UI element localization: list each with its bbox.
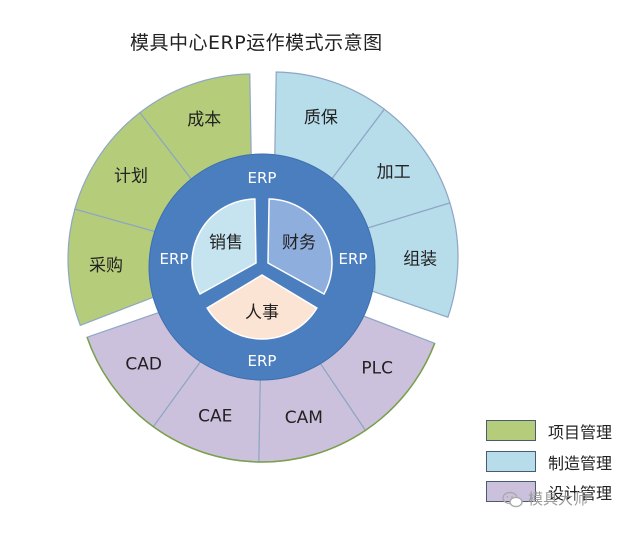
erp-ring-label-2: ERP (339, 250, 368, 268)
core-sector-1 (267, 198, 333, 296)
erp-ring (148, 153, 376, 381)
erp-ring-label-1: ERP (160, 250, 189, 268)
design-outer-edge (86, 336, 436, 463)
segment-label-design-0: PLC (361, 359, 393, 379)
legend-label-manufacturing: 制造管理 (548, 454, 613, 473)
watermark-text: 模具大师 (528, 490, 589, 508)
segment-label-design-2: CAE (198, 407, 232, 427)
wechat-icon (502, 491, 523, 507)
core-sector-0 (191, 198, 257, 296)
segment-label-manufacturing-1: 加工 (377, 163, 411, 183)
erp-ring-label-3: ERP (248, 352, 277, 370)
legend-label-project: 项目管理 (548, 423, 613, 442)
core-label-0: 销售 (209, 233, 243, 253)
core-label-2: 人事 (245, 303, 279, 323)
watermark: 模具大师 (502, 488, 588, 509)
segment-label-manufacturing-0: 质保 (304, 108, 338, 128)
core-sector-2 (206, 274, 318, 340)
segment-label-project-2: 成本 (187, 110, 221, 130)
legend-swatch-project (486, 420, 536, 441)
segment-label-project-0: 采购 (89, 256, 123, 276)
segment-label-design-1: CAM (285, 408, 323, 428)
segment-label-manufacturing-2: 组装 (403, 250, 437, 270)
erp-ring-label-0: ERP (248, 169, 277, 187)
legend-label-design: 设计管理 (548, 484, 613, 503)
segment-label-design-3: CAD (125, 355, 162, 375)
diagram-title: 模具中心ERP运作模式示意图 (130, 32, 383, 54)
legend-item-project: 项目管理 (486, 420, 636, 444)
legend-item-manufacturing: 制造管理 (486, 451, 636, 475)
legend-swatch-manufacturing (486, 451, 536, 472)
segment-label-project-1: 计划 (114, 167, 148, 187)
core-label-1: 财务 (282, 233, 316, 253)
